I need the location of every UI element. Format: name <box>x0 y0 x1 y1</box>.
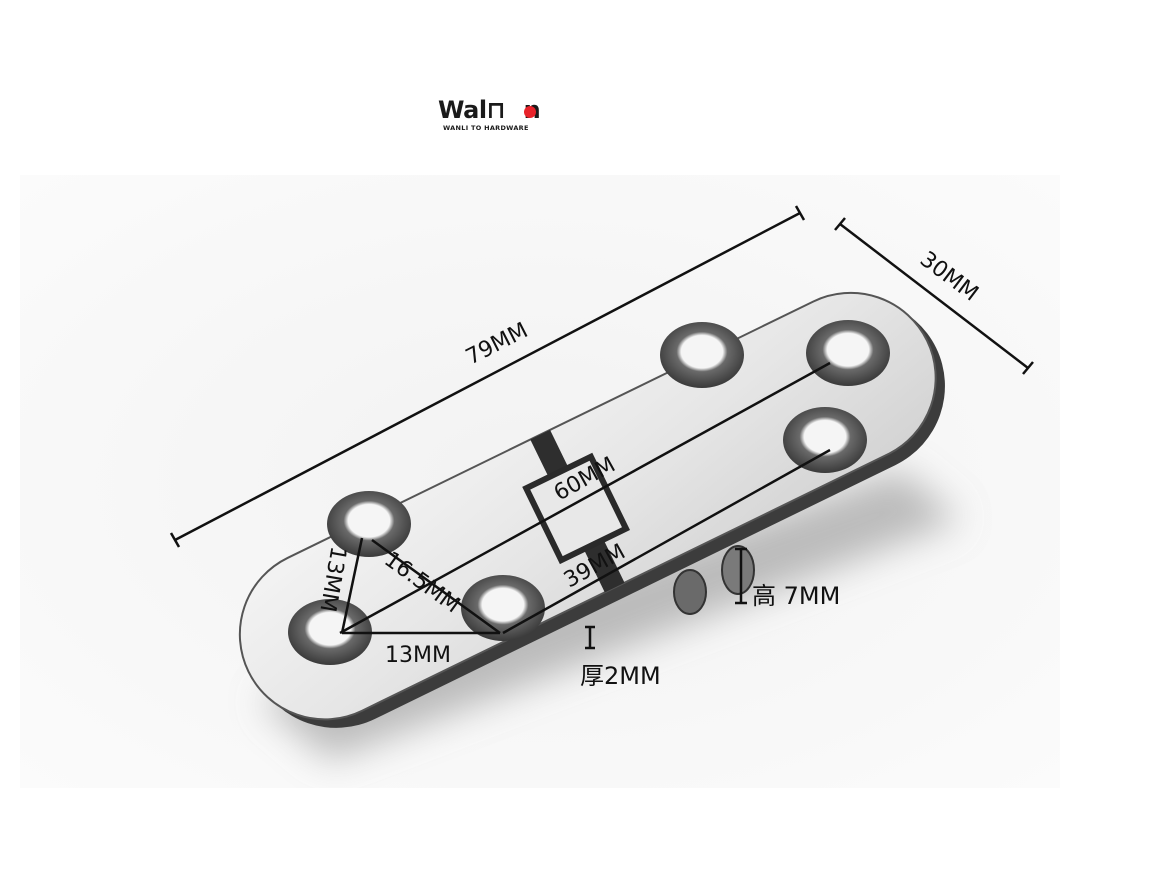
label-horizontal-spacing: 13MM <box>385 643 451 668</box>
brand-logo: Wal⊓n WANLI TO HARDWARE <box>438 98 548 134</box>
screw-hole-icon <box>660 322 744 388</box>
brand-red-dot-icon <box>524 106 536 118</box>
screw-hole-icon <box>327 491 411 557</box>
screw-hole-icon <box>806 320 890 386</box>
screw-hole-icon <box>783 407 867 473</box>
hinge-knuckles <box>673 545 755 615</box>
brand-wordmark: Wal⊓n <box>438 96 541 124</box>
brand-tagline: WANLI TO HARDWARE <box>443 124 529 132</box>
label-thickness: 厚2MM <box>580 662 661 690</box>
screw-hole-icon <box>461 575 545 641</box>
screw-holes <box>288 320 890 665</box>
label-height: 高 7MM <box>752 582 840 610</box>
screw-hole-icon <box>288 599 372 665</box>
dimension-lines <box>169 205 1034 650</box>
hinge-dimension-diagram: 79MM 30MM 60MM 39MM 16.5MM 13MM 13MM 高 7… <box>20 175 1060 788</box>
